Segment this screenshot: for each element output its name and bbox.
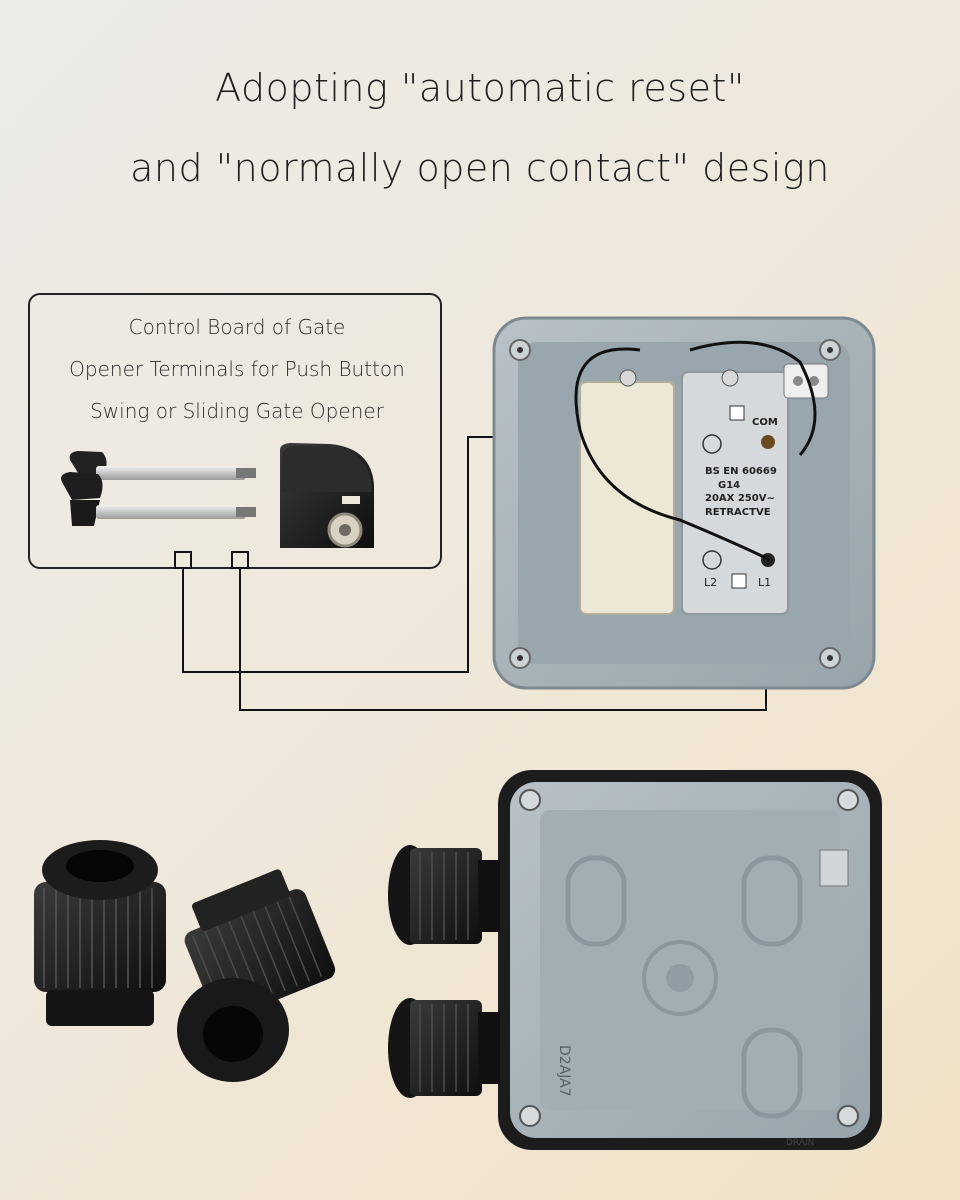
callout-line-1: Control Board of Gate bbox=[128, 315, 346, 339]
terminal-square-2 bbox=[231, 551, 249, 569]
switch-type-label: RETRACTVE bbox=[705, 507, 771, 518]
enclosure-drain-label: DRAIN bbox=[786, 1138, 814, 1148]
mounted-gland-upper bbox=[388, 845, 500, 945]
junction-enclosure: D2AJA7 DRAIN bbox=[498, 770, 882, 1150]
callout-line-2: Opener Terminals for Push Button bbox=[69, 357, 405, 381]
control-board-callout: Control Board of Gate Opener Terminals f… bbox=[28, 293, 442, 569]
cable-gland-upright bbox=[34, 840, 166, 1026]
switch-l1-label: L1 bbox=[758, 576, 771, 589]
switch-l2-label: L2 bbox=[704, 576, 717, 589]
terminal-square-1 bbox=[174, 551, 192, 569]
swing-actuator-arms bbox=[61, 451, 256, 526]
switch-standard-label: BS EN 60669 bbox=[705, 466, 777, 477]
headline-line-1: Adopting "automatic reset" bbox=[215, 66, 745, 110]
switch-com-label: COM bbox=[752, 417, 778, 428]
push-button-switch-housing: COM BS EN 60669 G14 20AX 250V~ RETRACTVE… bbox=[492, 316, 876, 690]
cable-gland-tilted bbox=[177, 869, 336, 1082]
callout-line-3: Swing or Sliding Gate Opener bbox=[90, 399, 384, 423]
headline-line-2: and "normally open contact" design bbox=[130, 146, 830, 190]
mounted-gland-lower bbox=[388, 998, 500, 1098]
enclosure-model-label: D2AJA7 bbox=[556, 1045, 572, 1097]
switch-rating-label: 20AX 250V~ bbox=[705, 493, 775, 504]
sliding-gate-motor bbox=[280, 443, 374, 548]
switch-code-label: G14 bbox=[718, 480, 740, 491]
